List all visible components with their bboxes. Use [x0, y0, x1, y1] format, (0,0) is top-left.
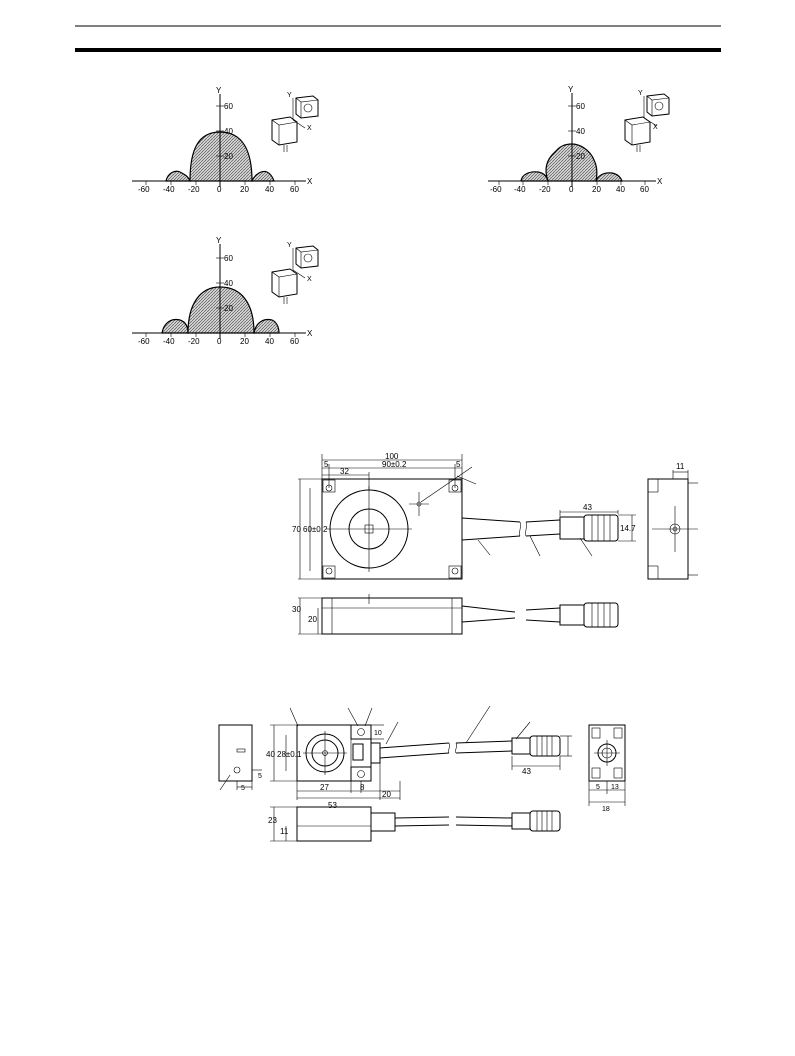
x-tick-label: -60 — [490, 185, 502, 194]
y-tick-label: 40 — [224, 279, 233, 288]
y-axis-label: Y — [216, 236, 222, 245]
x-tick-label: -40 — [163, 337, 175, 346]
dim-label: 27 — [320, 783, 329, 792]
dim-label: 5 — [596, 784, 600, 791]
dim-label: 43 — [522, 767, 531, 776]
dim-label: 90±0.2 — [382, 460, 407, 469]
sensor-body-bottom — [321, 597, 463, 635]
y-tick-label: 20 — [224, 304, 233, 313]
connector — [511, 737, 531, 755]
svg-text:Y: Y — [287, 242, 292, 249]
sensor-body-front-small — [296, 724, 372, 782]
sensing-lobe-main — [545, 143, 598, 182]
chart-top-right: -60 -40 -20 0 20 40 60 X Y 60 40 20 Y X — [488, 85, 670, 194]
sensing-lobe-left — [165, 170, 191, 182]
dim-label: 20 — [382, 790, 391, 799]
x-tick-label: 0 — [217, 185, 222, 194]
mounting-hole-icon — [322, 479, 462, 579]
dim-label: 28±0.1 — [277, 750, 302, 759]
x-tick-label: -20 — [188, 185, 200, 194]
svg-text:X: X — [653, 124, 658, 131]
sensor-body-back — [218, 724, 253, 782]
dim-label: 11 — [280, 827, 289, 836]
dimension-drawing-large: 100 5 90±0.2 5 32 70 60±0.2 43 14.7 — [292, 452, 698, 635]
dim-label: 13 — [611, 784, 619, 791]
sensor-sketch-icon: Y X — [271, 242, 319, 304]
cable — [379, 742, 450, 759]
sensing-lobe-left — [520, 171, 549, 182]
x-tick-label: 20 — [240, 337, 249, 346]
x-tick-label: -40 — [514, 185, 526, 194]
sensing-lobe-main — [187, 286, 255, 334]
x-tick-label: 60 — [640, 185, 649, 194]
x-tick-label: 0 — [569, 185, 574, 194]
x-tick-label: 60 — [290, 185, 299, 194]
y-axis-label: Y — [216, 86, 222, 95]
x-axis-label: X — [307, 177, 313, 186]
svg-text:X: X — [307, 276, 312, 283]
dim-label: 5 — [241, 785, 245, 792]
dim-label: 40 — [266, 750, 275, 759]
cable — [461, 517, 521, 541]
y-tick-label: 60 — [224, 102, 233, 111]
x-tick-label: 40 — [265, 185, 274, 194]
svg-text:Y: Y — [287, 92, 292, 99]
x-tick-label: -20 — [539, 185, 551, 194]
dim-label: 10 — [374, 730, 382, 737]
chart-top-left: -60 -40 -20 0 20 40 60 X Y 60 40 20 Y X — [132, 86, 319, 194]
y-axis-label: Y — [568, 85, 574, 94]
dim-label: 8 — [360, 783, 365, 792]
dim-label: 14.7 — [620, 524, 636, 533]
x-axis-label: X — [657, 177, 663, 186]
x-tick-label: 0 — [217, 337, 222, 346]
y-tick-label: 40 — [576, 127, 585, 136]
x-tick-label: 40 — [616, 185, 625, 194]
svg-text:Y: Y — [638, 90, 643, 97]
y-tick-label: 40 — [224, 127, 233, 136]
sensing-lobe-right — [595, 172, 623, 182]
dim-label: 53 — [328, 801, 337, 810]
x-tick-label: 20 — [592, 185, 601, 194]
dim-label: 23 — [268, 816, 277, 825]
dim-label: 5 — [258, 773, 262, 780]
chart-bottom-left: -60 -40 -20 0 20 40 60 X Y 60 40 20 Y X — [132, 236, 319, 346]
sensing-lobe-right — [251, 170, 275, 182]
sensing-lobe-main — [189, 131, 253, 182]
dim-label: 60±0.2 — [303, 525, 328, 534]
y-tick-label: 60 — [224, 254, 233, 263]
y-tick-label: 20 — [224, 152, 233, 161]
dim-label: 100 — [385, 452, 399, 461]
connector — [559, 516, 585, 540]
sensor-body-front — [321, 478, 463, 580]
x-tick-label: -60 — [138, 337, 150, 346]
dim-label: 70 — [292, 525, 301, 534]
dim-label: 18 — [602, 806, 610, 813]
x-tick-label: 40 — [265, 337, 274, 346]
mounting-tab — [350, 724, 372, 740]
sensing-lobe-left — [161, 318, 189, 334]
y-tick-label: 60 — [576, 102, 585, 111]
dimension-drawing-small: 5 5 4 — [218, 705, 626, 842]
sensor-body-bottom-small — [296, 806, 372, 842]
x-tick-label: -60 — [138, 185, 150, 194]
dim-label: 5 — [456, 460, 461, 469]
x-tick-label: 20 — [240, 185, 249, 194]
svg-text:X: X — [307, 125, 312, 132]
dim-label: 11 — [676, 462, 685, 471]
dim-label: 5 — [324, 460, 329, 469]
sensor-sketch-icon: Y X — [624, 90, 670, 152]
dim-label: 32 — [340, 467, 349, 476]
x-tick-label: -20 — [188, 337, 200, 346]
dim-label: 20 — [308, 615, 317, 624]
x-tick-label: 60 — [290, 337, 299, 346]
dim-label: 30 — [292, 605, 301, 614]
x-tick-label: -40 — [163, 185, 175, 194]
sensing-lobe-right — [253, 318, 280, 334]
sensor-sketch-icon: Y X — [271, 92, 319, 152]
dim-label: 43 — [583, 503, 592, 512]
x-axis-label: X — [307, 329, 313, 338]
y-tick-label: 20 — [576, 152, 585, 161]
